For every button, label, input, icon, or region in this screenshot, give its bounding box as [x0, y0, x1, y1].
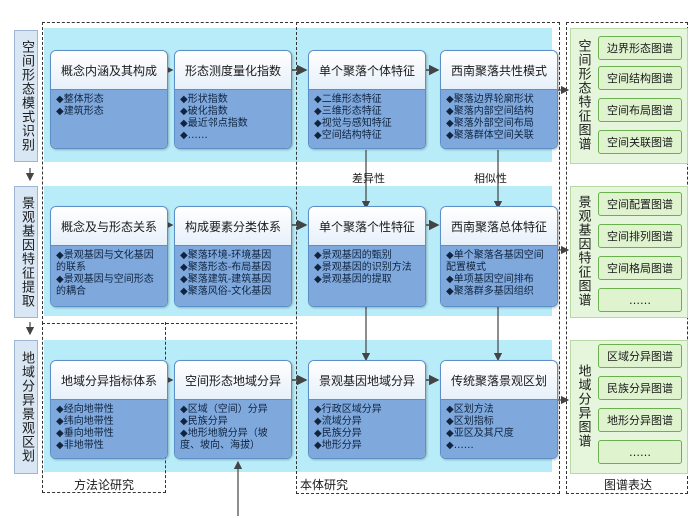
atlas-item: 空间格局图谱 [598, 256, 682, 280]
card-title: 景观基因地域分异 [309, 361, 425, 400]
card-item: ◆地形分异 [314, 440, 362, 451]
card-item: ◆…… [180, 130, 208, 141]
card-item: ◆聚落内部空间结构 [446, 106, 534, 117]
card-item: ◆三维形态特征 [314, 106, 382, 117]
card-item: ◆聚落边界轮廓形状 [446, 94, 534, 105]
card-title: 构成要素分类体系 [175, 207, 291, 246]
card-overall-features: 西南聚落总体特征 ◆单个聚落各基因空间配置模式 ◆单项基因空间排布 ◆聚落群多基… [440, 206, 558, 307]
card-item: ◆民族分异 [314, 428, 362, 439]
card-item: ◆视觉与感知特征 [314, 118, 392, 129]
card-item: ◆破化指数 [180, 106, 228, 117]
card-title: 西南聚落共性模式 [441, 51, 557, 90]
label-difference: 差异性 [352, 172, 385, 185]
card-item: ◆空间结构特征 [314, 130, 382, 141]
card-item: ◆区域（空间）分异 [180, 404, 268, 415]
right-side-label-2: 景观基因特征图谱 [575, 195, 591, 307]
card-item: ◆景观基因与空间形态的耦合 [56, 274, 154, 297]
atlas-item: 边界形态图谱 [598, 36, 682, 60]
atlas-item: …… [598, 440, 682, 464]
card-item: ◆景观基因与文化基因的联系 [56, 250, 154, 273]
card-item: ◆景观基因的提取 [314, 274, 392, 285]
left-label-pattern-recognition: 空间形态模式识别 [14, 30, 38, 162]
card-title: 概念内涵及其构成 [51, 51, 167, 90]
card-concept-relation: 概念及与形态关系 ◆景观基因与文化基因的联系 ◆景观基因与空间形态的耦合 [50, 206, 168, 307]
ontology-outline [296, 22, 560, 494]
card-concept-connotation: 概念内涵及其构成 ◆整体形态 ◆建筑形态 [50, 50, 168, 149]
card-item: ◆垂向地带性 [56, 428, 114, 439]
card-spatial-differentiation: 空间形态地域分异 ◆区域（空间）分异 ◆民族分异 ◆地形地貌分异（坡度、坡向、海… [174, 360, 292, 459]
card-item: ◆聚落风俗-文化基因 [180, 286, 272, 297]
card-item: ◆亚区及其尺度 [446, 428, 514, 439]
card-item: ◆形状指数 [180, 94, 228, 105]
card-title: 单个聚落个性特征 [309, 207, 425, 246]
card-title: 传统聚落景观区划 [441, 361, 557, 400]
card-regional-index: 地域分异指标体系 ◆经向地带性 ◆纬向地带性 ◆垂向地带性 ◆非地带性 [50, 360, 168, 459]
card-title: 单个聚落个体特征 [309, 51, 425, 90]
label-ontology: 本体研究 [300, 478, 349, 492]
card-item: ◆经向地带性 [56, 404, 114, 415]
card-item: ◆聚落群多基因组织 [446, 286, 534, 297]
card-title: 地域分异指标体系 [51, 361, 167, 400]
card-item: ◆…… [446, 440, 474, 451]
card-item: ◆景观基因的甄别 [314, 250, 392, 261]
left-label-gene-extraction: 景观基因特征提取 [14, 186, 38, 318]
card-item: ◆聚落外部空间布局 [446, 118, 534, 129]
card-item: ◆聚落群体空间关联 [446, 130, 534, 141]
card-item: ◆最近邻点指数 [180, 118, 248, 129]
card-item: ◆二维形态特征 [314, 94, 382, 105]
card-individual-features: 单个聚落个体特征 ◆二维形态特征 ◆三维形态特征 ◆视觉与感知特征 ◆空间结构特… [308, 50, 426, 149]
atlas-item: 空间配置图谱 [598, 192, 682, 216]
label-methodology: 方法论研究 [74, 478, 135, 492]
label-similarity: 相似性 [474, 172, 507, 185]
card-common-patterns: 西南聚落共性模式 ◆聚落边界轮廓形状 ◆聚落内部空间结构 ◆聚落外部空间布局 ◆… [440, 50, 558, 149]
card-landscape-zoning: 传统聚落景观区划 ◆区划方法 ◆区划指标 ◆亚区及其尺度 ◆…… [440, 360, 558, 459]
card-item: ◆聚落建筑-建筑基因 [180, 274, 272, 285]
atlas-item: 地形分异图谱 [598, 408, 682, 432]
card-item: ◆聚落形态-布局基因 [180, 262, 272, 273]
card-item: ◆纬向地带性 [56, 416, 114, 427]
card-item: ◆非地带性 [56, 440, 104, 451]
card-gene-differentiation: 景观基因地域分异 ◆行政区域分异 ◆流域分异 ◆民族分异 ◆地形分异 [308, 360, 426, 459]
atlas-item: 空间布局图谱 [598, 98, 682, 122]
right-side-label-1: 空间形态特征图谱 [575, 39, 591, 151]
left-label-regionalization: 地域分异景观区划 [14, 340, 38, 474]
card-item: ◆区划方法 [446, 404, 494, 415]
card-item: ◆建筑形态 [56, 106, 104, 117]
card-item: ◆区划指标 [446, 416, 494, 427]
card-item: ◆单个聚落各基因空间配置模式 [446, 250, 544, 273]
atlas-item: 空间排列图谱 [598, 224, 682, 248]
method-outline-top [42, 22, 293, 324]
card-item: ◆单项基因空间排布 [446, 274, 534, 285]
atlas-item: 区域分异图谱 [598, 344, 682, 368]
atlas-item: 民族分异图谱 [598, 376, 682, 400]
card-item: ◆整体形态 [56, 94, 104, 105]
atlas-item: …… [598, 288, 682, 312]
card-morphology-index: 形态测度量化指数 ◆形状指数 ◆破化指数 ◆最近邻点指数 ◆…… [174, 50, 292, 149]
card-item: ◆流域分异 [314, 416, 362, 427]
atlas-item: 空间关联图谱 [598, 130, 682, 154]
label-atlas: 图谱表达 [604, 478, 653, 492]
card-item: ◆地形地貌分异（坡度、坡向、海拔） [180, 428, 268, 451]
card-item: ◆民族分异 [180, 416, 228, 427]
card-element-classification: 构成要素分类体系 ◆聚落环境-环境基因 ◆聚落形态-布局基因 ◆聚落建筑-建筑基… [174, 206, 292, 307]
card-title: 形态测度量化指数 [175, 51, 291, 90]
card-item: ◆景观基因的识别方法 [314, 262, 412, 273]
card-title: 空间形态地域分异 [175, 361, 291, 400]
card-title: 西南聚落总体特征 [441, 207, 557, 246]
atlas-item: 空间结构图谱 [598, 66, 682, 90]
card-title: 概念及与形态关系 [51, 207, 167, 246]
right-side-label-3: 地域分异图谱 [575, 364, 591, 448]
card-item: ◆行政区域分异 [314, 404, 382, 415]
card-individual-personality: 单个聚落个性特征 ◆景观基因的甄别 ◆景观基因的识别方法 ◆景观基因的提取 [308, 206, 426, 307]
card-item: ◆聚落环境-环境基因 [180, 250, 272, 261]
